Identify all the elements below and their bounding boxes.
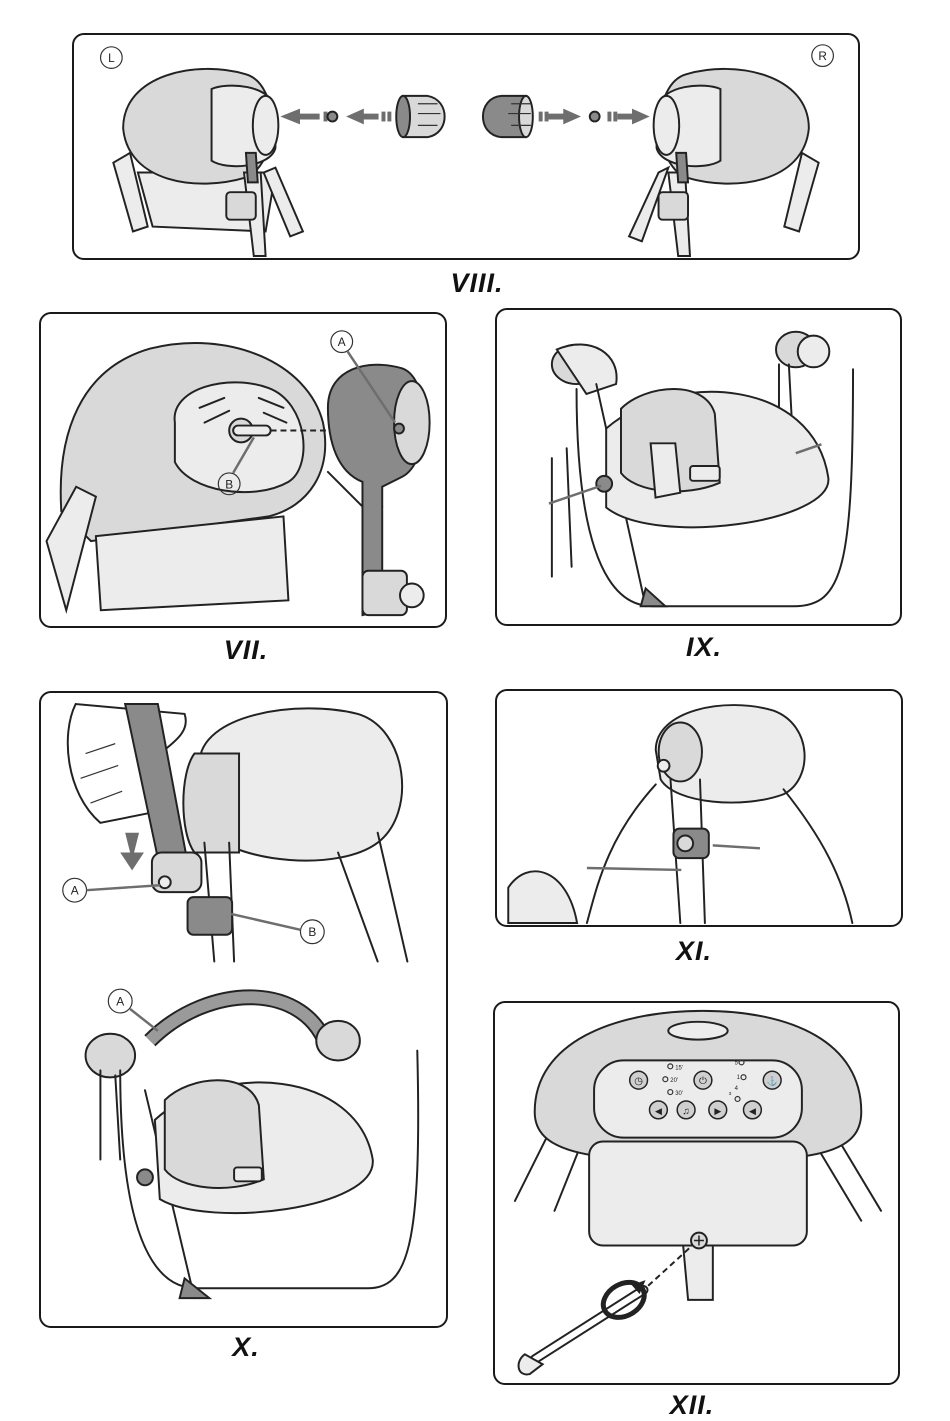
step-xi-panel [495, 689, 903, 927]
callout-b-label: B [225, 477, 233, 491]
step-vii-caption: VII. [224, 635, 269, 666]
step-xi-illustration [497, 691, 901, 925]
swing-icon: ⚓ [767, 1075, 778, 1086]
toy-bar-attach-closeup [68, 704, 408, 961]
swing-seat-assembled [549, 332, 853, 607]
level-option-1: 1 [737, 1075, 740, 1081]
callout-a-leader [87, 885, 160, 890]
step-ix-illustration [497, 310, 900, 624]
next-track-icon: ▶ [714, 1106, 721, 1116]
callout-a-label: A [71, 884, 79, 898]
screwdriver [519, 1290, 644, 1374]
step-viii-caption: VIII. [450, 268, 503, 299]
swing-with-toy-bar [86, 997, 419, 1298]
side-arm-cover [328, 365, 430, 615]
step-xii-caption: XII. [670, 1390, 715, 1421]
step-x-panel: A B A [39, 691, 448, 1328]
step-vii-illustration: A B [41, 314, 445, 626]
right-insert-arrows [539, 109, 650, 125]
screw-alignment-line [644, 1248, 690, 1290]
step-ix-caption: IX. [686, 632, 722, 663]
right-motor-housing [629, 69, 819, 256]
level-option-3: 3 [729, 1091, 732, 1097]
callout-b-label: B [308, 925, 316, 939]
step-viii-illustration: L R [74, 35, 858, 258]
timer-option-3: 30' [675, 1091, 683, 1097]
clock-icon: ◷ [634, 1076, 643, 1087]
step-viii-panel: L R [72, 33, 860, 260]
callout-a2-label: A [116, 995, 124, 1009]
right-marker-label: R [818, 50, 827, 63]
timer-option-1: 15' [675, 1065, 683, 1071]
step-vii-panel: A B [39, 312, 447, 628]
right-end-cap [483, 96, 533, 137]
left-end-cap [396, 96, 444, 137]
callout-a2-leader [130, 1009, 158, 1031]
motor-housing-closeup [47, 343, 383, 610]
step-x-caption: X. [232, 1332, 260, 1363]
left-motor-housing [113, 69, 303, 256]
power-icon: ⏻ [699, 1076, 707, 1087]
side-frame-closeup [508, 705, 852, 923]
left-marker-label: L [108, 52, 115, 65]
timer-option-2: 20' [670, 1078, 678, 1084]
speaker-low-icon: ◀ [655, 1106, 662, 1116]
control-unit [515, 1011, 881, 1300]
speaker-high-icon: ◀ [749, 1106, 756, 1116]
music-note-icon: ♫ [682, 1106, 689, 1117]
callout-b-leader [231, 914, 300, 930]
step-xii-illustration: ◷ ⏻ ⚓ ◀ ♫ ▶ ◀ 15' 20' 30' 5 1 4 3 [495, 1003, 898, 1383]
step-ix-panel [495, 308, 902, 626]
step-xi-caption: XI. [676, 936, 712, 967]
callout-a-label: A [338, 335, 346, 349]
left-insert-arrows [280, 109, 391, 125]
step-x-illustration: A B A [41, 693, 446, 1326]
step-xii-panel: ◷ ⏻ ⚓ ◀ ♫ ▶ ◀ 15' 20' 30' 5 1 4 3 [493, 1001, 900, 1385]
